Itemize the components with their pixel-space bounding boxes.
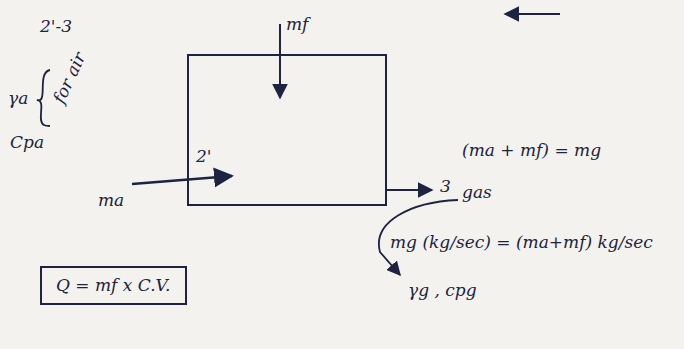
note-text: ma bbox=[98, 190, 124, 210]
fuel-arrow bbox=[279, 24, 281, 98]
note-text: mg (kg/sec) = (ma+mf) kg/sec bbox=[390, 232, 653, 252]
note-text: (ma + mf) = mg bbox=[462, 140, 601, 160]
formula-box: Q = mf x C.V. bbox=[40, 266, 187, 305]
brace bbox=[38, 70, 50, 126]
note-text: Cpa bbox=[10, 132, 44, 152]
note-text: for air bbox=[49, 49, 90, 106]
direction-arrow bbox=[505, 13, 560, 15]
note-text: 2'-3 bbox=[40, 16, 72, 36]
note-text: γg , cpg bbox=[408, 280, 477, 300]
note-text: gas bbox=[462, 182, 492, 202]
air-arrow bbox=[132, 176, 232, 184]
note-text: 2' bbox=[196, 146, 212, 166]
gas-arrow bbox=[386, 189, 432, 191]
note-text: mf bbox=[286, 14, 308, 34]
note-text: γa bbox=[8, 88, 28, 108]
note-text: 3 bbox=[440, 176, 451, 196]
formula-text: Q = mf x C.V. bbox=[56, 275, 171, 295]
chamber-box bbox=[188, 55, 386, 205]
